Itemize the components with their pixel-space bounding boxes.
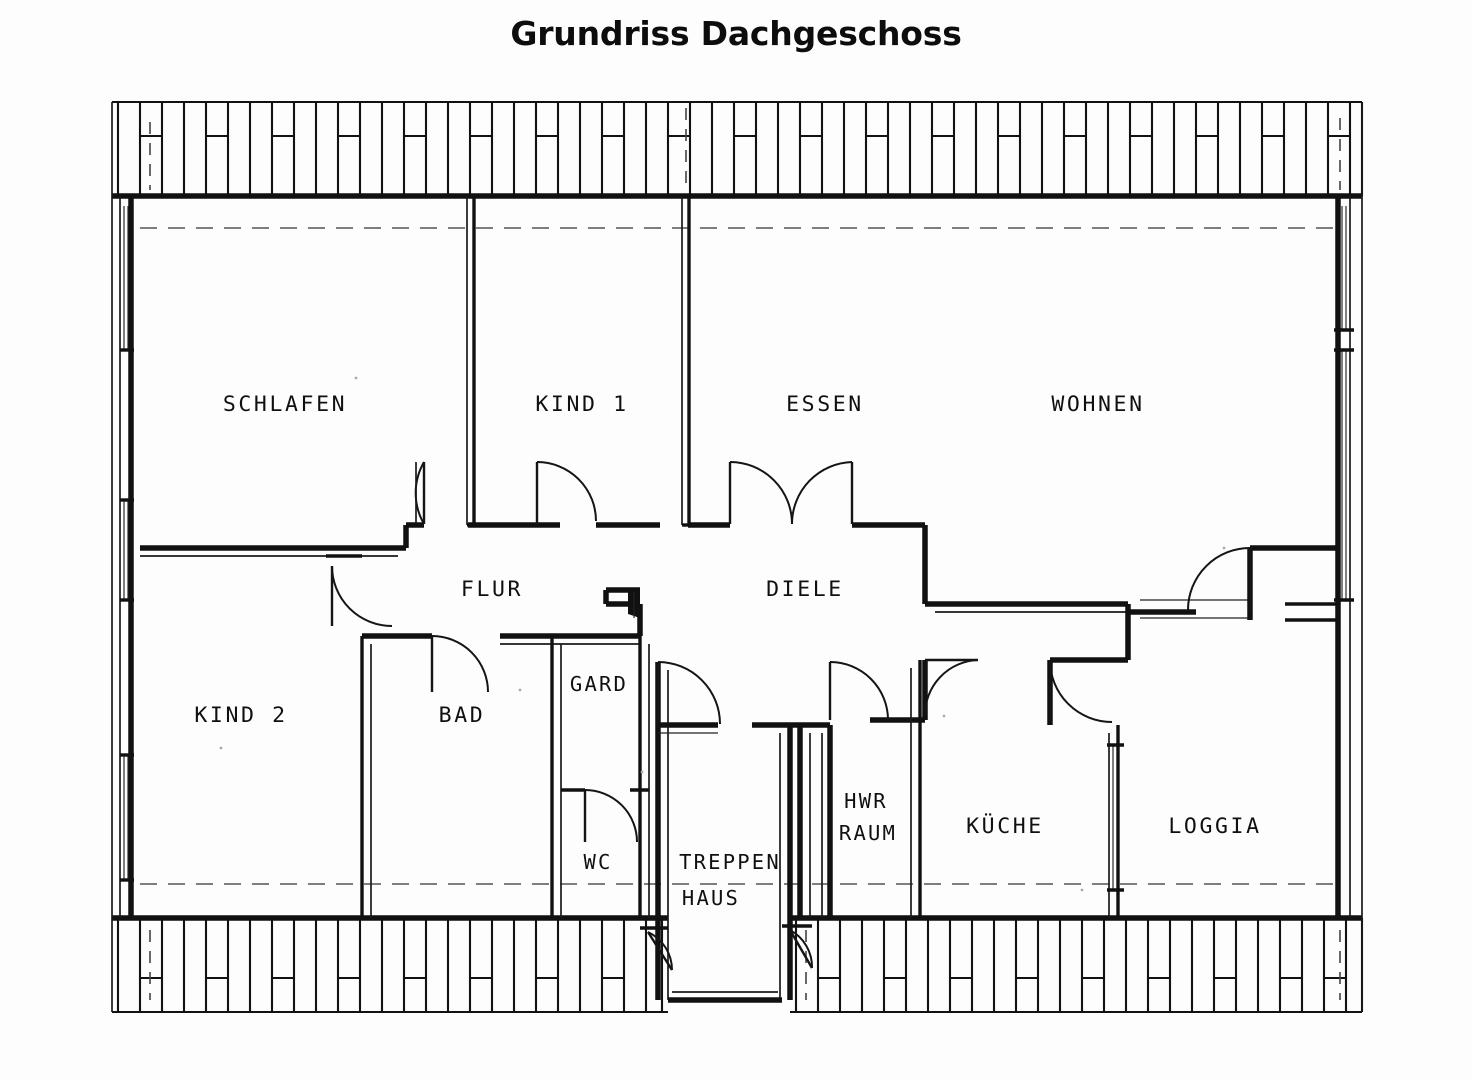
lower-right-room-walls (821, 660, 1124, 918)
room-label-hwr-line1: HWR (844, 789, 888, 813)
door-kind1 (535, 461, 597, 524)
door-stair-entry-right (782, 924, 814, 969)
door-kind2 (326, 554, 393, 627)
room-label-gard: GARD (570, 672, 628, 696)
room-label-hwr-line2: RAUM (839, 821, 897, 845)
room-label-kind2: KIND 2 (194, 703, 287, 728)
stairwell-walls (655, 662, 800, 1003)
window-kitchen-loggia (1107, 743, 1124, 892)
room-label-treppenhaus-line1: TREPPEN (679, 850, 781, 874)
door-hwr (828, 661, 889, 721)
window-right-lower (1334, 348, 1354, 602)
room-label-treppenhaus-line2: HAUS (682, 886, 740, 910)
building-outer-walls (111, 102, 1363, 1012)
door-essen-double (728, 461, 854, 525)
room-label-flur: FLUR (461, 577, 523, 602)
door-schlafen (414, 461, 426, 525)
lower-left-room-walls (360, 636, 650, 918)
room-label-bad: BAD (439, 703, 486, 728)
door-treppenhaus-left (656, 661, 721, 725)
page-title: Grundriss Dachgeschoss (510, 14, 962, 53)
roof-rafters-top (112, 100, 1364, 199)
window-left-lower (120, 753, 134, 882)
window-right-upper (1334, 206, 1354, 332)
roof-pitch-dashed-lines (140, 227, 1336, 885)
room-labels: SCHLAFEN KIND 1 ESSEN WOHNEN FLUR DIELE … (194, 392, 1261, 910)
room-label-kind1: KIND 1 (535, 392, 628, 417)
door-diele-stair (923, 658, 979, 717)
room-label-kueche: KÜCHE (966, 813, 1044, 839)
room-label-diele: DIELE (766, 577, 844, 602)
door-wohnen-right (1187, 547, 1252, 611)
room-label-wc: WC (583, 850, 612, 874)
window-left-middle (120, 498, 134, 602)
room-label-schlafen: SCHLAFEN (223, 392, 347, 417)
room-label-loggia: LOGGIA (1168, 814, 1261, 839)
room-label-essen: ESSEN (786, 392, 864, 417)
door-kueche (1048, 659, 1113, 723)
window-left-upper (120, 206, 134, 352)
door-wc (583, 789, 638, 843)
doors (326, 461, 1252, 971)
upper-room-partitions (466, 196, 696, 527)
door-stair-entry-left (640, 926, 674, 971)
door-bad (430, 635, 489, 693)
scan-speckles (219, 376, 1226, 892)
room-label-wohnen: WOHNEN (1051, 392, 1144, 417)
corridor-core-walls (140, 522, 1338, 918)
